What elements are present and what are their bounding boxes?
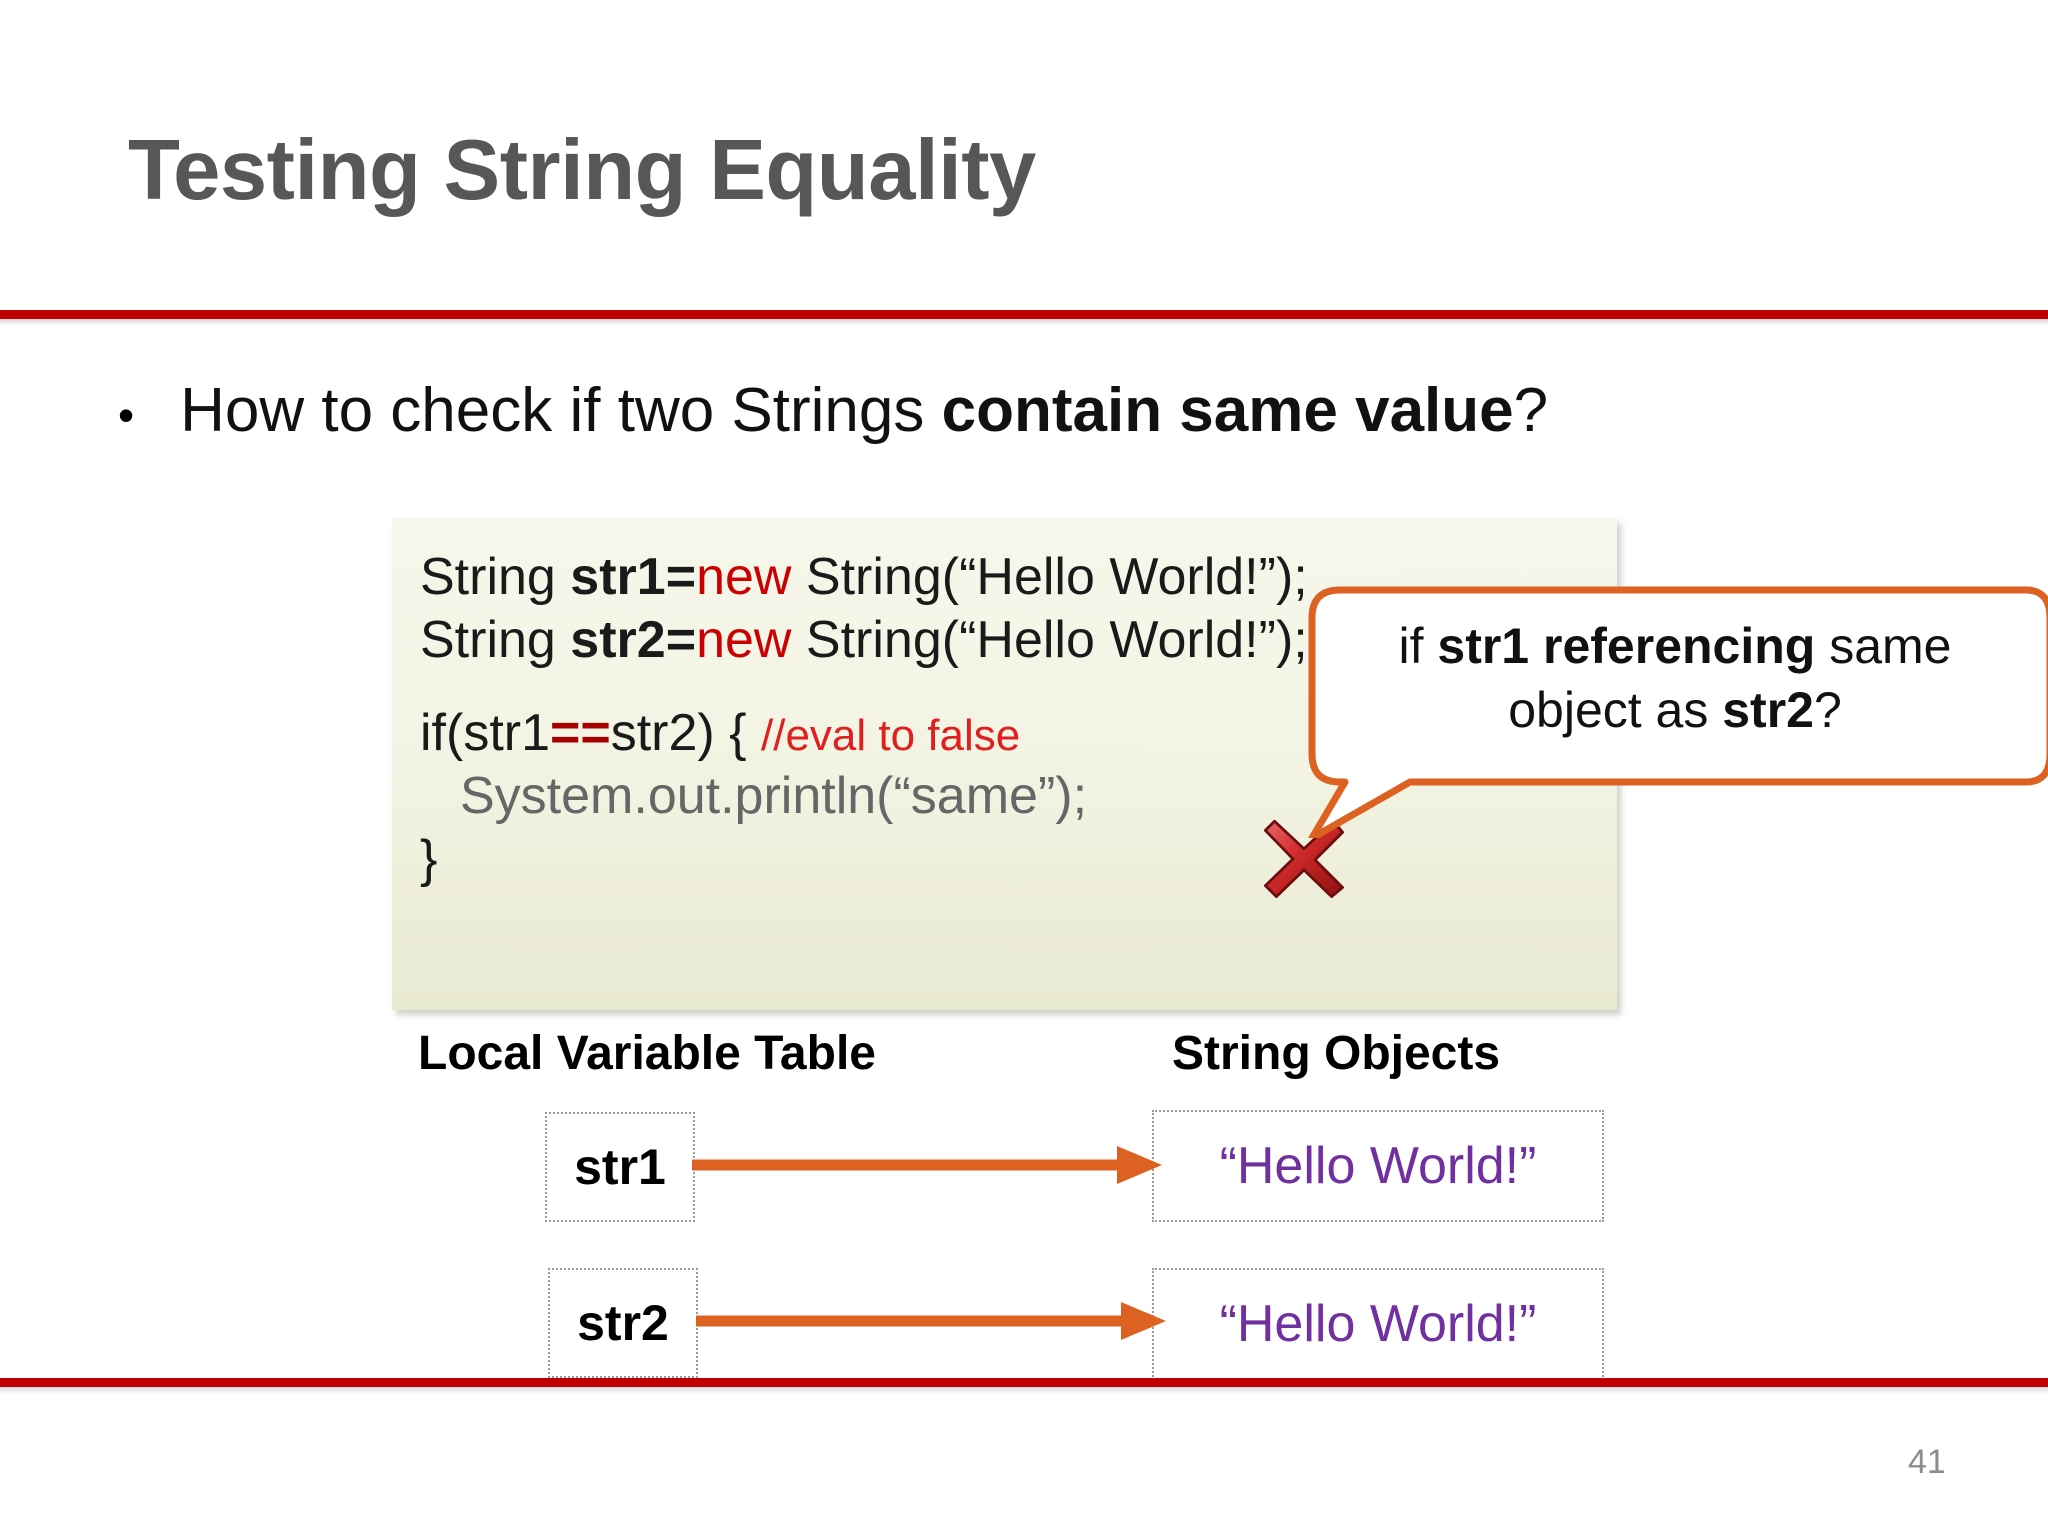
variable-box-str1: str1	[545, 1112, 695, 1222]
reference-arrow-icon-str2	[696, 1302, 1166, 1340]
code-line-1-rest: String(“Hello World!”);	[791, 548, 1308, 606]
string-object-box-1: “Hello World!”	[1152, 1110, 1604, 1222]
callout-shape	[1308, 586, 2048, 842]
code-line-1-type: String	[420, 548, 571, 606]
code-line-2: String str2=new String(“Hello World!”);	[420, 609, 1617, 672]
callout-middle: same object as	[1508, 618, 1952, 738]
string-object-box-2: “Hello World!”	[1152, 1268, 1604, 1380]
heading-local-variable-table: Local Variable Table	[418, 1027, 876, 1080]
code-line-2-keyword-new: new	[696, 611, 792, 669]
callout-bold-2: str2	[1722, 682, 1814, 738]
callout-before: if	[1398, 618, 1438, 674]
code-line-3-if: if(str1	[420, 704, 550, 762]
bullet-text-after: ?	[1513, 376, 1549, 445]
bullet-text: How to check if two Strings contain same…	[180, 375, 1548, 446]
callout-bubble: if str1 referencing same object as str2?	[1290, 578, 2048, 842]
callout-text: if str1 referencing same object as str2?	[1330, 614, 2020, 742]
callout-bold-1: str1 referencing	[1437, 618, 1816, 674]
callout-after: ?	[1813, 682, 1842, 738]
reference-arrow-icon-str1	[692, 1146, 1162, 1184]
code-line-4: System.out.println(“same”);	[460, 767, 1088, 825]
code-line-3-rest: str2) {	[610, 704, 761, 762]
code-line-2-var: str2=	[570, 611, 697, 669]
code-line-3: if(str1==str2) { //eval to false	[420, 702, 1617, 765]
code-line-1-keyword-new: new	[696, 548, 792, 606]
variable-box-str2: str2	[548, 1268, 698, 1378]
page-title: Testing String Equality	[128, 123, 1036, 218]
code-line-3-comment: //eval to false	[761, 711, 1021, 760]
code-line-1: String str1=new String(“Hello World!”);	[420, 546, 1617, 609]
bottom-divider-shadow	[0, 1387, 2048, 1394]
bullet-line: • How to check if two Strings contain sa…	[118, 375, 1548, 446]
code-line-5: }	[420, 830, 438, 888]
top-divider	[0, 310, 2048, 326]
bullet-text-bold: contain same value	[941, 376, 1514, 445]
bullet-dot-icon: •	[118, 389, 135, 441]
top-divider-shadow	[0, 319, 2048, 326]
code-line-2-type: String	[420, 611, 571, 669]
code-line-2-rest: String(“Hello World!”);	[791, 611, 1308, 669]
bottom-divider-bar	[0, 1378, 2048, 1387]
heading-string-objects: String Objects	[1172, 1027, 1501, 1080]
page-number: 41	[1908, 1443, 1946, 1481]
code-line-1-var: str1=	[570, 548, 697, 606]
bottom-divider	[0, 1378, 2048, 1394]
top-divider-bar	[0, 310, 2048, 319]
bullet-text-before: How to check if two Strings	[180, 376, 942, 445]
code-line-3-operator: ==	[550, 704, 611, 762]
